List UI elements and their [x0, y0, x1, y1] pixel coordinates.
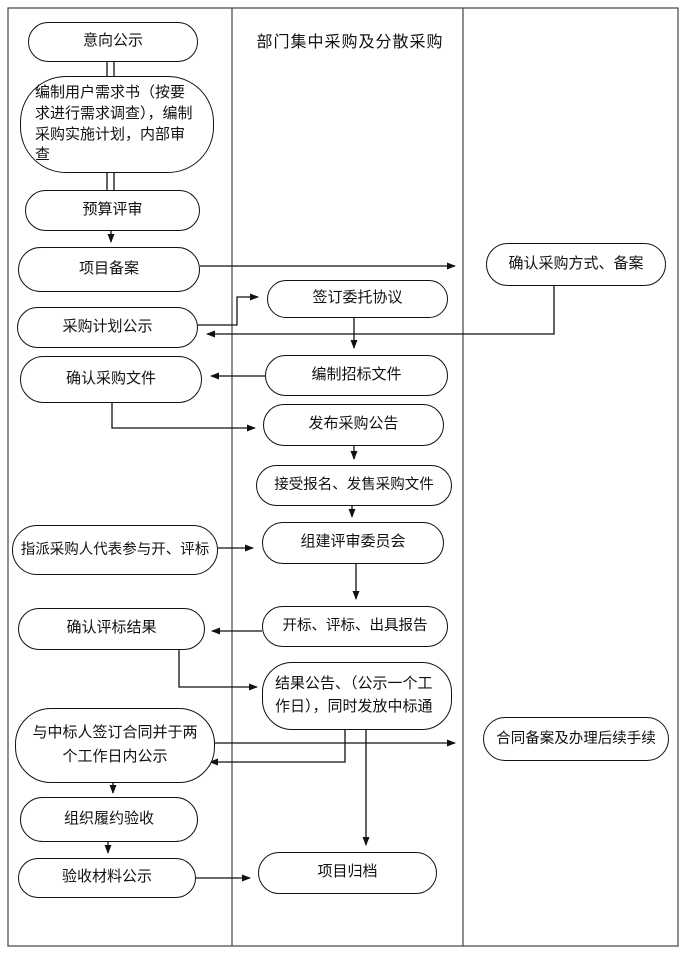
node-sign-contract: 与中标人签订合同并于两个工作日内公示: [15, 708, 215, 783]
node-contract-filing: 合同备案及办理后续手续: [483, 717, 669, 761]
middle-column-title: 部门集中采购及分散采购: [256, 34, 444, 51]
connector-intent-to-requirements: [106, 62, 115, 77]
arrow-confirm-result-to-result-announcement: [178, 650, 258, 691]
node-open-evaluate-report: 开标、评标、出具报告: [262, 606, 448, 647]
node-sign-agreement: 签订委托协议: [267, 280, 448, 318]
node-materials-publicity: 验收材料公示: [18, 858, 196, 898]
node-plan-publicity: 采购计划公示: [17, 307, 198, 348]
node-project-filing: 项目备案: [18, 247, 200, 292]
node-result-announcement: 结果公告、（公示一个工作日），同时发放中标通: [262, 662, 452, 730]
node-prepare-requirements: 编制用户需求书（按要求进行需求调查），编制采购实施计划，内部审查: [20, 76, 214, 173]
node-accept-registration: 接受报名、发售采购文件: [256, 465, 452, 506]
node-project-archive: 项目归档: [258, 852, 437, 894]
node-org-acceptance: 组织履约验收: [20, 797, 198, 842]
node-confirm-documents: 确认采购文件: [20, 356, 202, 403]
node-publish-announcement: 发布采购公告: [263, 404, 444, 446]
node-confirm-result: 确认评标结果: [18, 608, 205, 650]
node-form-committee: 组建评审委员会: [262, 522, 444, 564]
node-budget-review: 预算评审: [25, 190, 200, 231]
arrow-result-to-sign-contract: [209, 730, 346, 766]
node-confirm-method: 确认采购方式、备案: [486, 243, 666, 286]
arrow-confirm-method-to-plan-publicity: [206, 286, 555, 338]
connector-requirements-to-budget: [106, 173, 115, 190]
node-prepare-bidding: 编制招标文件: [265, 355, 448, 396]
diagram-frame: [7, 7, 679, 947]
arrow-confirm-documents-to-publish: [111, 403, 256, 432]
node-assign-rep: 指派采购人代表参与开、评标: [12, 525, 218, 575]
arrow-plan-publicity-to-sign-agreement: [198, 293, 259, 326]
node-intent-publicity: 意向公示: [28, 22, 198, 62]
